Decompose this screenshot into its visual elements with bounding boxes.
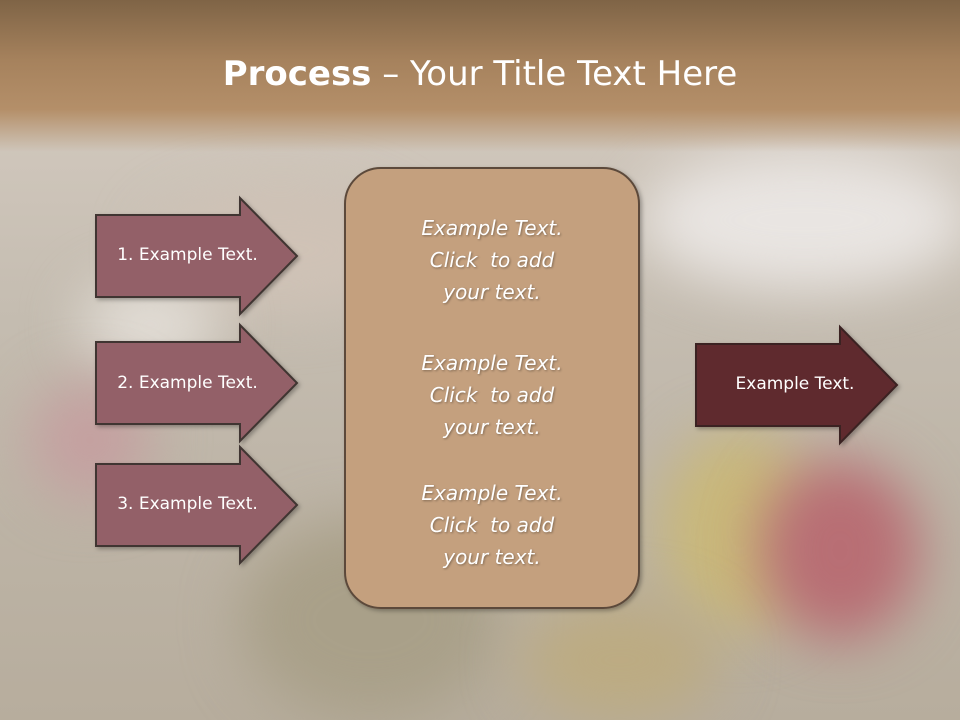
- center-text-1-line-2: Click to add: [429, 248, 555, 272]
- right-arrow[interactable]: [695, 324, 899, 446]
- center-text-1-line-3: your text.: [443, 280, 541, 304]
- left-arrow-2[interactable]: [95, 322, 299, 444]
- left-arrow-2-label: 2. Example Text.: [117, 373, 258, 393]
- title-bar: [0, 0, 960, 152]
- center-text-1: Example Text. Click to add your text.: [345, 212, 639, 308]
- left-arrow-3[interactable]: [95, 444, 299, 566]
- background-flower-red: [760, 460, 920, 640]
- right-arrow-label: Example Text.: [735, 374, 855, 394]
- center-text-2-line-2: Click to add: [429, 383, 555, 407]
- center-text-2: Example Text. Click to add your text.: [345, 347, 639, 443]
- left-arrow-1-label: 1. Example Text.: [117, 245, 258, 265]
- center-text-2-line-3: your text.: [443, 415, 541, 439]
- center-text-3: Example Text. Click to add your text.: [345, 477, 639, 573]
- center-text-2-line-1: Example Text.: [421, 351, 563, 375]
- background-flower-bottom: [520, 600, 720, 720]
- slide-title[interactable]: Process – Your Title Text Here: [0, 54, 960, 94]
- title-rest-text: – Your Title Text Here: [371, 54, 738, 94]
- center-text-1-line-1: Example Text.: [421, 216, 563, 240]
- center-text-3-line-2: Click to add: [429, 513, 555, 537]
- center-text-3-line-3: your text.: [443, 545, 541, 569]
- center-text-3-line-1: Example Text.: [421, 481, 563, 505]
- left-arrow-3-label: 3. Example Text.: [117, 494, 258, 514]
- left-arrow-1[interactable]: [95, 195, 299, 317]
- background-hand-right: [640, 150, 960, 290]
- title-bold-text: Process: [222, 54, 372, 94]
- center-box[interactable]: [344, 167, 640, 609]
